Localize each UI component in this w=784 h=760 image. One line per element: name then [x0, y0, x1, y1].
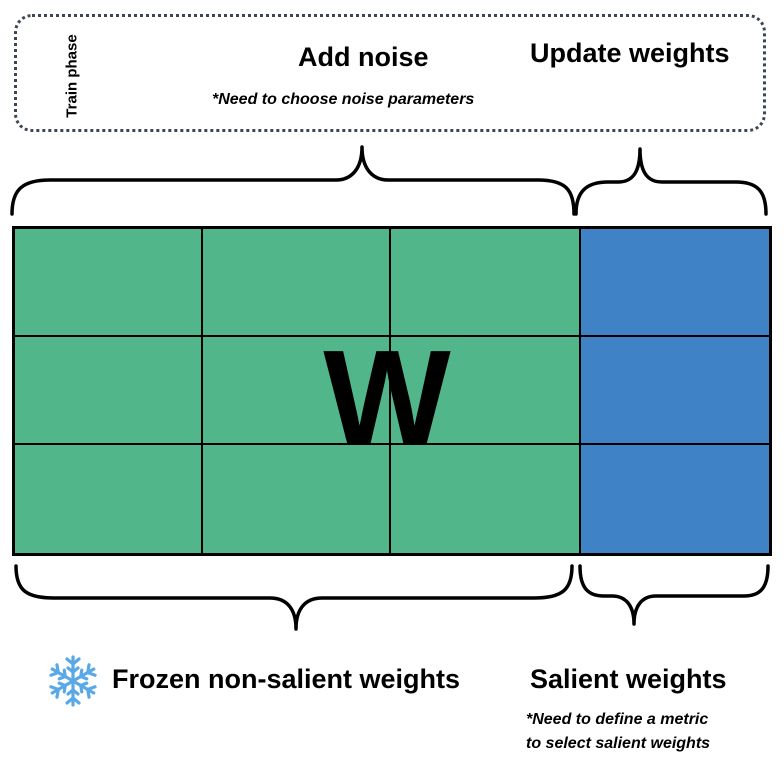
- salient-weight-cell: [580, 444, 772, 556]
- snowflake-icon: [49, 655, 97, 707]
- frozen-weight-cell: [390, 336, 580, 444]
- update-weights-label: Update weights: [530, 38, 730, 68]
- train-phase-box: [14, 14, 766, 132]
- salient-note-line-2: to select salient weights: [526, 735, 711, 752]
- add-noise-label: Add noise: [298, 42, 429, 72]
- salient-weights-label: Salient weights: [530, 664, 727, 694]
- matrix-label: W: [323, 322, 451, 473]
- frozen-weight-cell: [12, 444, 202, 556]
- frozen-weight-cell: [390, 226, 580, 336]
- train-phase-label: Train phase: [60, 22, 84, 130]
- salient-weights-note: *Need to define a metric to select salie…: [526, 708, 710, 756]
- top-brace-frozen: [10, 145, 576, 216]
- bottom-brace-salient: [578, 564, 770, 626]
- frozen-weights-label: Frozen non-salient weights: [112, 664, 461, 694]
- bottom-brace-frozen: [14, 564, 574, 631]
- frozen-weight-cell: [390, 444, 580, 556]
- salient-weight-cell: [580, 336, 772, 444]
- top-brace-salient: [574, 147, 768, 216]
- add-noise-note: *Need to choose noise parameters: [212, 91, 475, 108]
- frozen-weight-cell: [202, 336, 390, 444]
- weight-matrix: [12, 226, 772, 556]
- frozen-weight-cell: [12, 226, 202, 336]
- salient-note-line-1: *Need to define a metric: [526, 711, 709, 728]
- frozen-weight-cell: [202, 226, 390, 336]
- frozen-weight-cell: [12, 336, 202, 444]
- salient-weight-cell: [580, 226, 772, 336]
- train-phase-text: Train phase: [63, 34, 81, 118]
